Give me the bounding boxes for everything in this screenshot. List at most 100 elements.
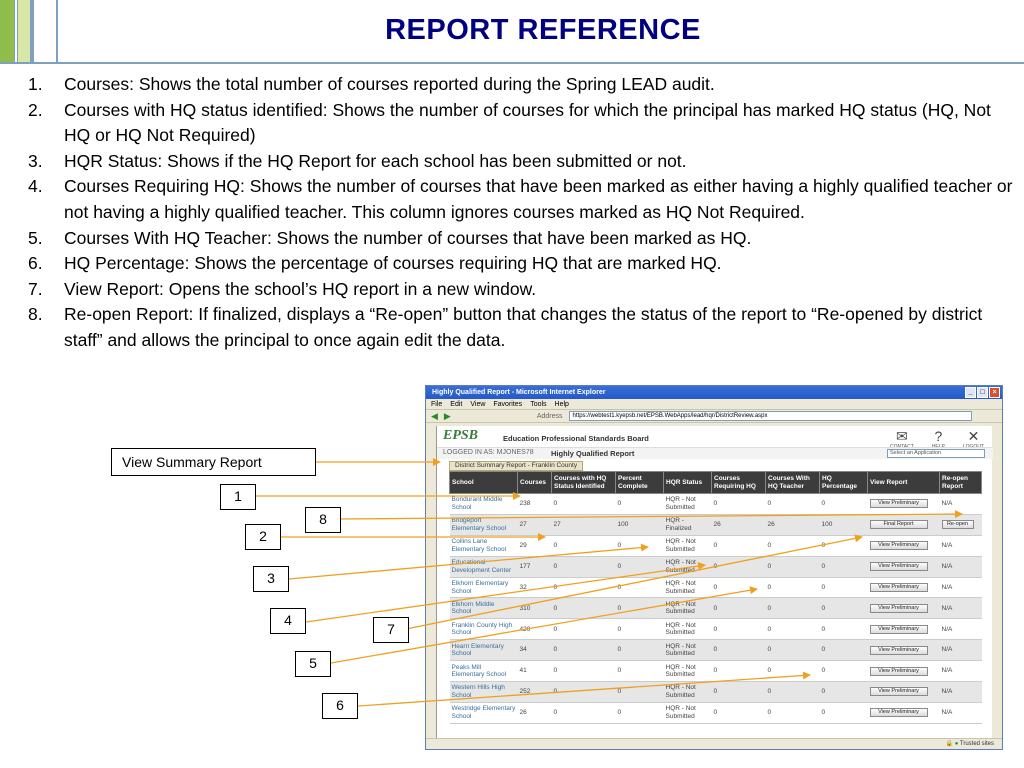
cell-hq-pct: 0 <box>819 556 868 578</box>
login-status: LOGGED IN AS: MJONES78 <box>443 449 534 456</box>
view-report-button[interactable]: Final Report <box>869 520 928 530</box>
cell-reopen: N/A <box>939 556 982 578</box>
cell-school: Hearn Elementary School <box>449 639 518 662</box>
cell-status: HQR - Not Submitted <box>663 681 712 703</box>
view-report-button[interactable]: View Preliminary <box>869 541 928 551</box>
back-icon[interactable]: ◀ <box>431 410 438 421</box>
view-report-button[interactable]: View Preliminary <box>869 666 928 676</box>
cell-courses: 252 <box>517 681 552 703</box>
stripe-blue-thin <box>56 0 58 62</box>
stripe-light-green <box>18 0 30 62</box>
column-header: Courses Requiring HQ <box>711 471 766 494</box>
cell-percent: 0 <box>615 639 664 662</box>
menu-edit[interactable]: Edit <box>450 401 463 408</box>
cell-reopen: Re-open <box>939 514 982 536</box>
cell-requiring: 0 <box>711 681 766 703</box>
view-report-button[interactable]: View Preliminary <box>869 499 928 509</box>
list-number: 4. <box>28 176 43 197</box>
cell-percent: 0 <box>615 618 664 641</box>
list-text: Courses With HQ Teacher: Shows the numbe… <box>64 227 752 248</box>
view-report-button[interactable]: View Preliminary <box>869 687 928 697</box>
list-text: Courses Requiring HQ: Shows the number o… <box>64 176 1013 222</box>
list-item: 5.Courses With HQ Teacher: Shows the num… <box>28 226 1018 252</box>
close-icon[interactable]: × <box>989 387 1000 398</box>
callout-8: 8 <box>305 507 341 533</box>
cell-hq-pct: 0 <box>819 618 868 641</box>
menu-help[interactable]: Help <box>554 401 569 408</box>
menu-file[interactable]: File <box>431 401 443 408</box>
reference-list: 1.Courses: Shows the total number of cou… <box>28 72 1018 354</box>
list-text: HQR Status: Shows if the HQ Report for e… <box>64 150 687 171</box>
forward-icon[interactable]: ▶ <box>443 410 451 421</box>
cell-with-hq: 0 <box>765 639 820 662</box>
cell-identified: 0 <box>551 556 616 578</box>
address-input[interactable]: https://webtest1.kyepsb.net/EPSB.WebApps… <box>568 411 972 421</box>
cell-hq-pct: 0 <box>819 639 868 662</box>
epsb-logo: EPSB <box>443 428 479 443</box>
cell-requiring: 0 <box>711 597 766 620</box>
decorative-stripes <box>0 0 62 62</box>
application-select[interactable]: Select an Application <box>887 449 985 458</box>
view-report-button[interactable]: View Preliminary <box>869 583 928 592</box>
cell-school: Bondurant Middle School <box>449 493 518 515</box>
callout-2: 2 <box>245 524 281 550</box>
view-report-button[interactable]: View Preliminary <box>869 562 928 572</box>
cell-requiring: 0 <box>711 556 766 578</box>
page-title: REPORT REFERENCE <box>385 14 701 46</box>
cell-percent: 0 <box>615 660 664 683</box>
column-header: Courses with HQ Status Identified <box>551 471 616 494</box>
cell-reopen: N/A <box>939 493 982 515</box>
menu-favorites[interactable]: Favorites <box>493 401 523 408</box>
cell-percent: 0 <box>615 681 664 703</box>
list-number: 3. <box>28 150 43 171</box>
view-report-button[interactable]: View Preliminary <box>869 645 928 655</box>
cell-view-report: View Preliminary <box>867 702 940 724</box>
cell-identified: 0 <box>551 639 616 662</box>
cell-school: Western Hills High School <box>449 681 518 703</box>
question-icon: ? <box>934 428 943 444</box>
cell-status: HQR - Not Submitted <box>663 639 712 662</box>
cell-school: Elkhorn Elementary School <box>449 577 518 599</box>
stripe-blue <box>30 0 34 62</box>
list-number: 2. <box>28 99 43 120</box>
column-header: HQ Percentage <box>819 471 868 494</box>
column-header: HQR Status <box>663 471 712 494</box>
table-header-row: School Courses Courses with HQ Status Id… <box>449 471 982 494</box>
cell-with-hq: 0 <box>765 702 820 724</box>
menu-tools[interactable]: Tools <box>530 401 547 408</box>
cell-view-report: View Preliminary <box>867 535 940 557</box>
maximize-icon[interactable]: □ <box>977 387 988 398</box>
view-report-button[interactable]: View Preliminary <box>869 708 928 718</box>
minimize-icon[interactable]: _ <box>965 387 976 398</box>
cell-with-hq: 0 <box>765 597 820 620</box>
column-header: Courses With HQ Teacher <box>765 471 820 494</box>
cell-courses: 32 <box>517 577 552 599</box>
cell-courses: 310 <box>517 597 552 620</box>
reopen-button[interactable]: Re-open <box>941 520 974 530</box>
menu-view[interactable]: View <box>470 401 486 408</box>
cell-with-hq: 0 <box>765 660 820 683</box>
page-content: EPSB Education Professional Standards Bo… <box>436 426 993 738</box>
cell-hq-pct: 0 <box>819 597 868 620</box>
view-report-button[interactable]: View Preliminary <box>869 603 928 613</box>
login-bar: LOGGED IN AS: MJONES78 Highly Qualified … <box>437 447 993 459</box>
cell-view-report: View Preliminary <box>867 618 940 641</box>
cell-status: HQR - Finalized <box>663 514 712 536</box>
cell-requiring: 0 <box>711 577 766 599</box>
cell-status: HQR - Not Submitted <box>663 702 712 724</box>
report-name: Highly Qualified Report <box>551 449 635 458</box>
cell-school: Peaks Mill Elementary School <box>449 660 518 683</box>
view-report-button[interactable]: View Preliminary <box>869 624 928 634</box>
cell-percent: 0 <box>615 577 664 599</box>
cell-reopen: N/A <box>939 535 982 557</box>
callout-7: 7 <box>373 617 409 643</box>
list-text: Courses with HQ status identified: Shows… <box>64 99 991 146</box>
cell-requiring: 0 <box>711 618 766 641</box>
tab-district-summary[interactable]: District Summary Report - Franklin Count… <box>449 461 584 471</box>
list-number: 7. <box>28 278 43 299</box>
